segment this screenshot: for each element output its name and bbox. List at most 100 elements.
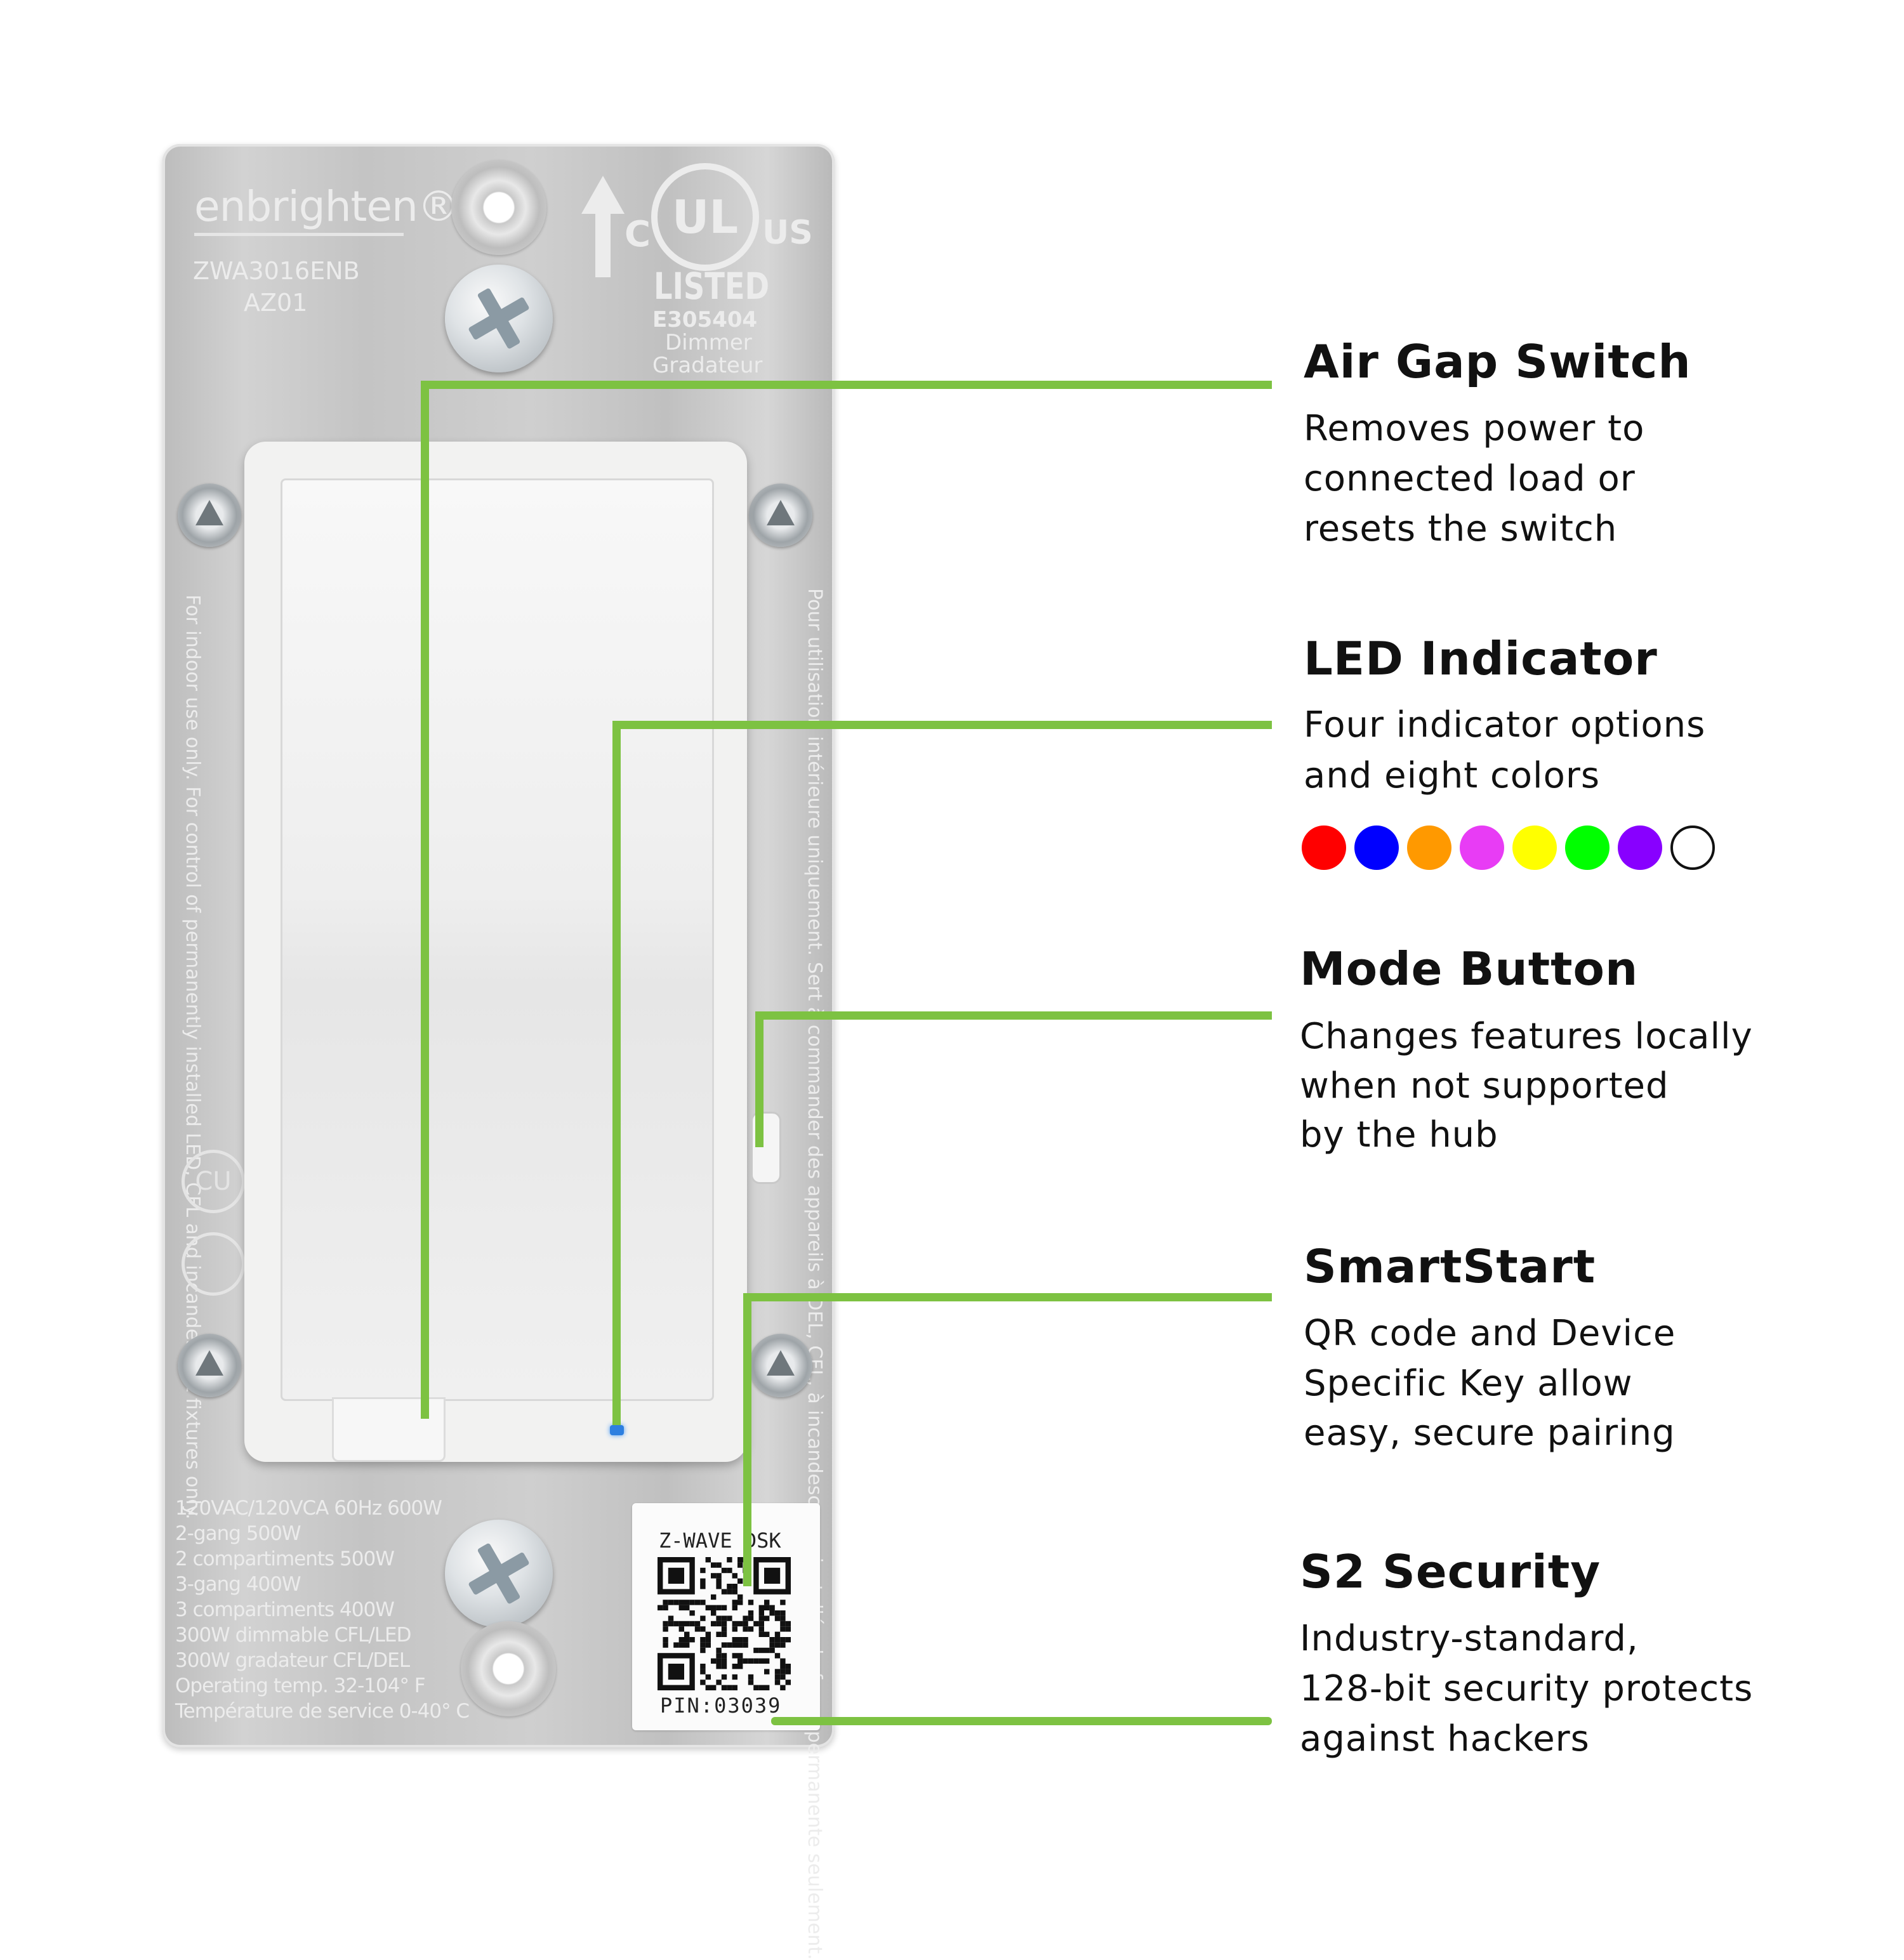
qr-module: [663, 1605, 668, 1610]
feature-title-smartstart: SmartStart: [1304, 1240, 1596, 1293]
dimmer-paddle[interactable]: [281, 478, 714, 1401]
qr-module: [748, 1615, 754, 1621]
led-color-swatch: [1354, 825, 1399, 870]
qr-module: [721, 1653, 727, 1659]
qr-module: [732, 1637, 737, 1643]
qr-module: [780, 1615, 786, 1621]
qr-module: [774, 1653, 781, 1659]
qr-module: [774, 1642, 781, 1648]
qr-module: [668, 1567, 684, 1584]
qr-module: [668, 1621, 674, 1627]
qr-module: [711, 1605, 717, 1610]
rating-line: 3-gang 400W: [175, 1573, 301, 1596]
qr-module: [780, 1642, 786, 1648]
qr-module: [721, 1589, 727, 1595]
qr-module: [785, 1637, 791, 1643]
qr-module: [758, 1615, 764, 1621]
qr-module: [716, 1653, 722, 1659]
qr-module: [785, 1621, 791, 1627]
zwave-dsk-label: Z-WAVE DSK PIN:03039: [632, 1503, 820, 1730]
callout-line-led: [612, 721, 1272, 729]
qr-module: [764, 1615, 770, 1621]
qr-module: [769, 1637, 775, 1643]
qr-module: [737, 1637, 743, 1643]
qr-module: [694, 1626, 701, 1632]
qr-module: [774, 1615, 781, 1621]
rating-line: 300W dimmable CFL/LED: [175, 1624, 412, 1647]
device-type-fr: Gradateur: [652, 353, 763, 378]
qr-module: [721, 1615, 727, 1621]
rating-line: 2-gang 500W: [175, 1522, 301, 1545]
qr-module: [716, 1680, 722, 1685]
smartstart-qr-code: [658, 1557, 791, 1690]
qr-module: [737, 1664, 743, 1669]
qr-module: [753, 1647, 759, 1654]
qr-module: [764, 1567, 781, 1584]
feature-title-led: LED Indicator: [1304, 632, 1658, 685]
qr-module: [678, 1626, 684, 1632]
qr-module: [780, 1664, 786, 1669]
led-color-swatch: [1670, 825, 1715, 870]
qr-module: [716, 1562, 722, 1568]
qr-module: [716, 1615, 722, 1621]
qr-module: [743, 1621, 748, 1627]
qr-module: [673, 1600, 679, 1605]
qr-module: [711, 1685, 717, 1690]
qr-module: [732, 1685, 737, 1690]
mounting-screw-bottom: [445, 1520, 553, 1628]
qr-module: [721, 1626, 727, 1632]
qr-module: [785, 1680, 791, 1685]
qr-module: [721, 1642, 727, 1648]
qr-module: [668, 1664, 684, 1680]
qr-module: [684, 1600, 690, 1605]
qr-module: [774, 1669, 781, 1674]
qr-module: [727, 1642, 732, 1648]
feature-desc-line: by the hub: [1300, 1114, 1498, 1155]
qr-module: [689, 1621, 695, 1627]
qr-module: [732, 1584, 737, 1589]
revision-code: AZ01: [244, 289, 308, 317]
qr-module: [727, 1615, 732, 1621]
qr-module: [732, 1621, 737, 1627]
qr-module: [711, 1658, 717, 1664]
rating-line: 300W gradateur CFL/DEL: [175, 1649, 410, 1672]
qr-module: [748, 1600, 754, 1605]
qr-module: [705, 1557, 711, 1563]
feature-desc-line: QR code and Device: [1304, 1313, 1676, 1354]
qr-module: [700, 1626, 706, 1632]
brand-logo: enbrighten®: [194, 182, 459, 231]
qr-module: [700, 1584, 706, 1589]
feature-desc-line: connected load or: [1304, 458, 1636, 499]
qr-module: [743, 1615, 748, 1621]
qr-module: [780, 1637, 786, 1643]
qr-module: [758, 1685, 764, 1690]
qr-module: [785, 1664, 791, 1669]
mounting-hole-bottom: [461, 1621, 556, 1716]
ul-file-number: E305404: [652, 307, 758, 332]
feature-desc-line: Removes power to: [1304, 408, 1645, 449]
qr-module: [780, 1685, 786, 1690]
qr-module: [748, 1658, 754, 1664]
qr-module: [737, 1642, 743, 1648]
qr-module: [700, 1669, 706, 1674]
qr-module: [737, 1600, 743, 1605]
qr-module: [732, 1600, 737, 1605]
qr-module: [684, 1637, 690, 1643]
qr-module: [711, 1610, 717, 1616]
feature-title-mode: Mode Button: [1300, 942, 1639, 996]
qr-module: [711, 1594, 717, 1600]
qr-module: [758, 1610, 764, 1616]
led-color-swatch: [1460, 825, 1504, 870]
qr-module: [732, 1573, 737, 1579]
qr-module: [758, 1658, 764, 1664]
qr-module: [764, 1600, 770, 1605]
ul-c-mark: C: [625, 214, 651, 255]
qr-module: [774, 1610, 781, 1616]
qr-module: [748, 1626, 754, 1632]
qr-module: [737, 1562, 743, 1568]
qr-module: [727, 1584, 732, 1589]
qr-module: [732, 1642, 737, 1648]
qr-module: [721, 1605, 727, 1610]
qr-module: [769, 1642, 775, 1648]
qr-module: [764, 1658, 770, 1664]
